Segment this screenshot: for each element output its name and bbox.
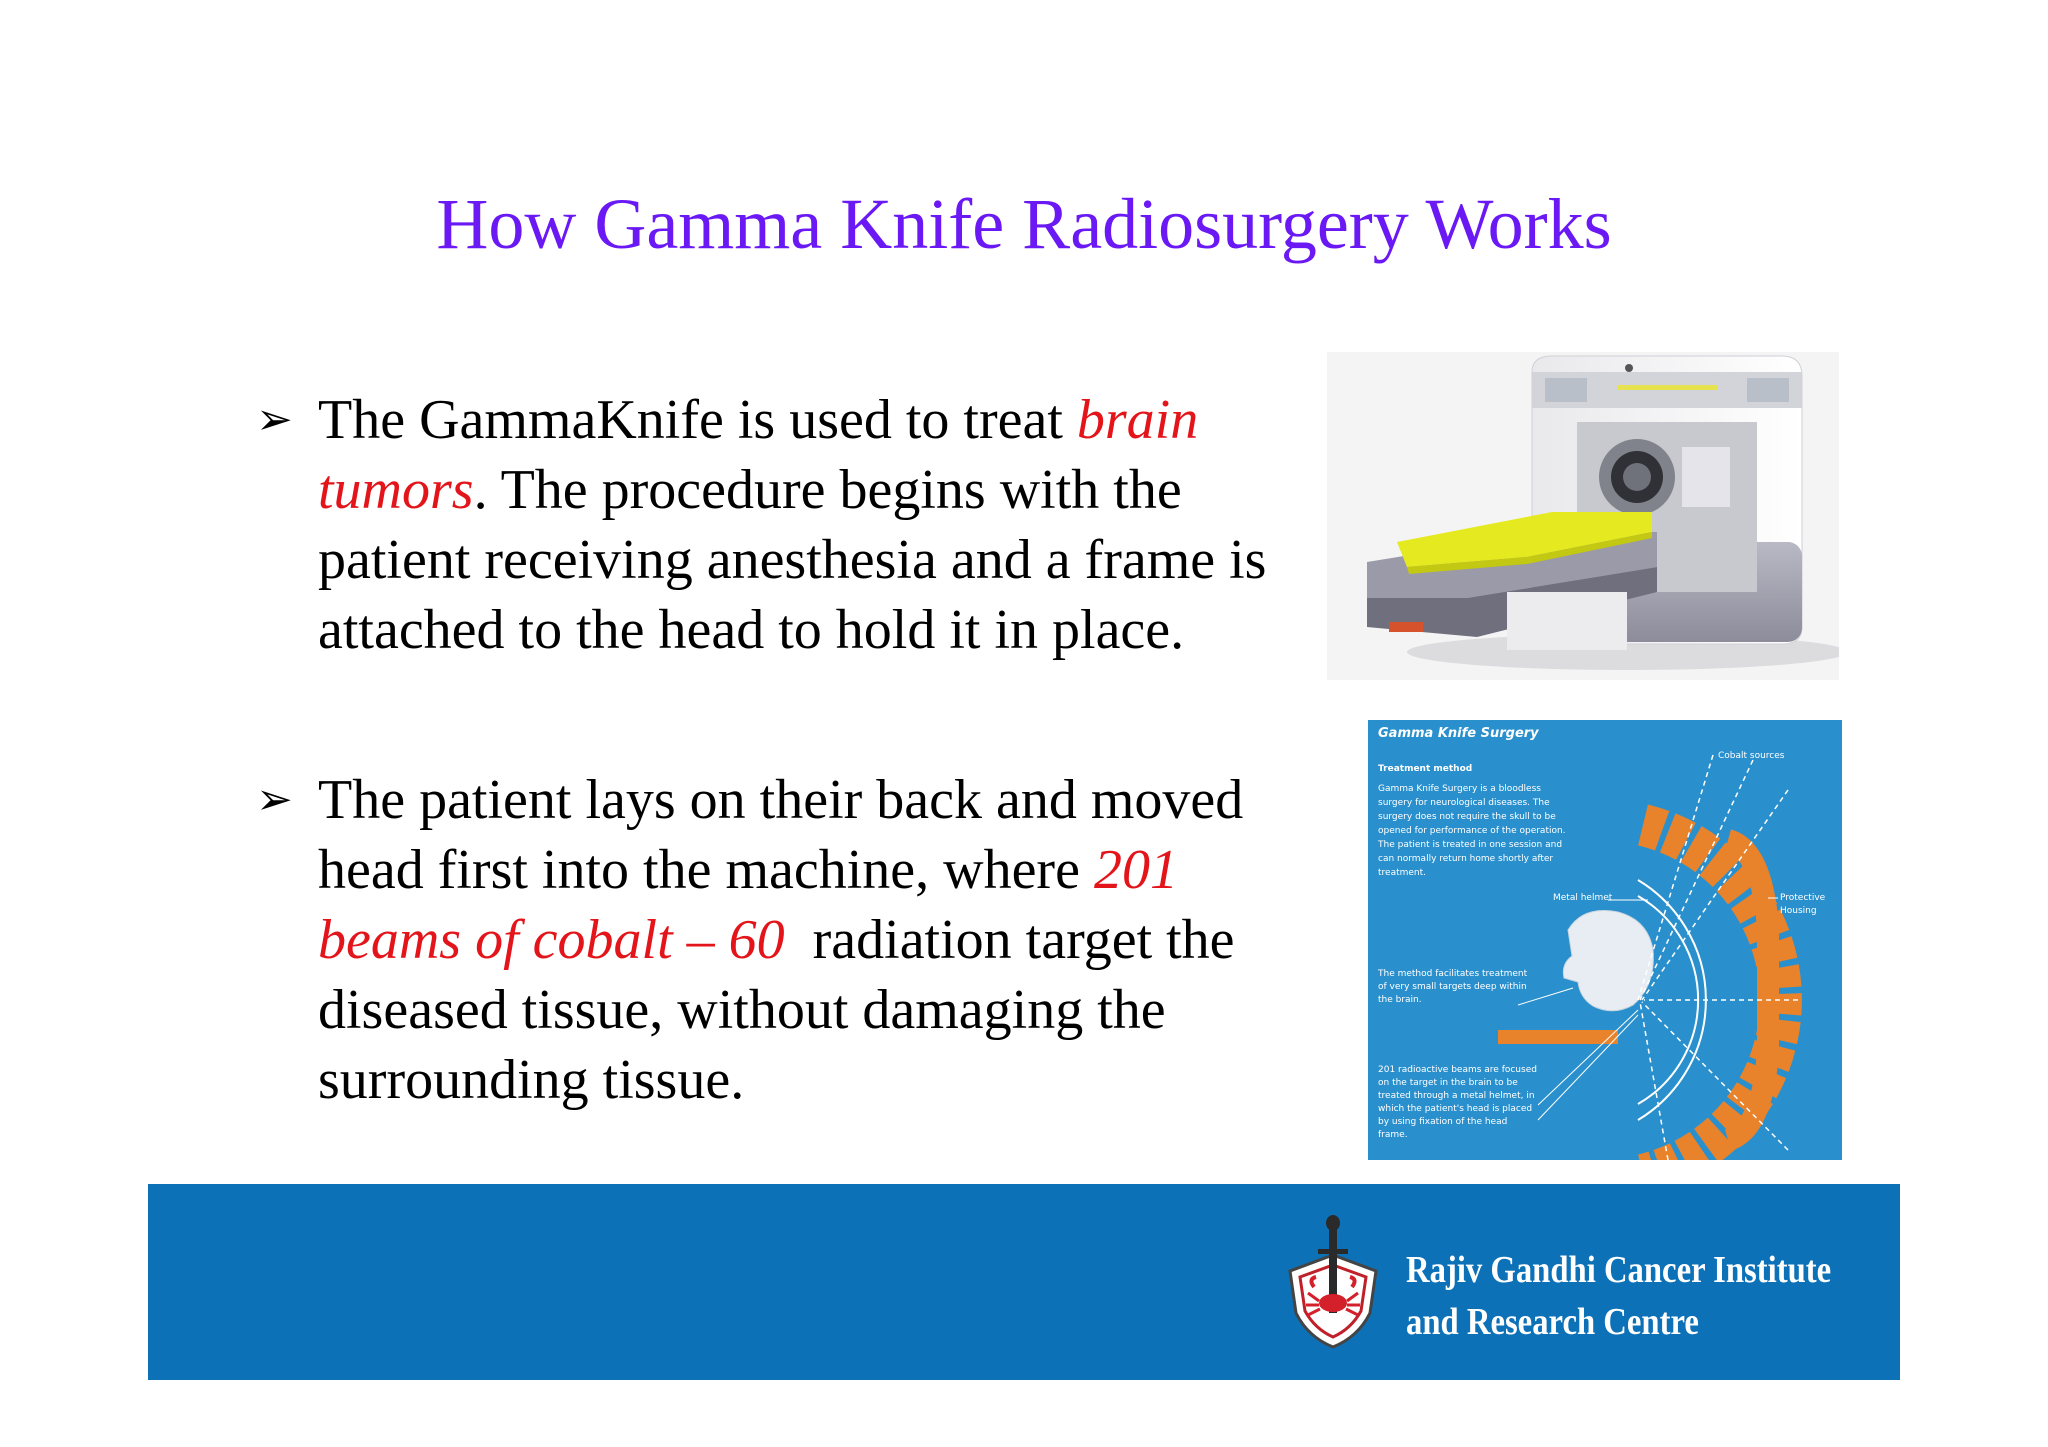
bullet-1-part-1: The GammaKnife is used to treat (318, 389, 1077, 451)
bullet-2-part-1: The patient lays on their back and moved… (318, 769, 1244, 901)
bullet-2-emphasis: 201 beams of cobalt – 60 (318, 839, 1178, 971)
institute-name-line-1: Rajiv Gandhi Cancer Institute (1406, 1249, 1832, 1291)
arrow-bullet-icon: ➢ (256, 774, 293, 825)
arrow-bullet-icon: ➢ (256, 394, 293, 445)
institute-logo (1278, 1213, 1388, 1353)
slide-title: How Gamma Knife Radiosurgery Works (436, 184, 1612, 264)
diagram-subtitle: Treatment method (1378, 764, 1473, 774)
bullet-text-1: The GammaKnife is used to treat brain tu… (318, 385, 1316, 665)
bullet-text-2: The patient lays on their back and moved… (318, 765, 1316, 1115)
bullet-2-part-3: radiation target the diseased tissue, wi… (318, 909, 1249, 1111)
gamma-knife-diagram: Gamma Knife Surgery Treatment method Gam… (1368, 720, 1842, 1160)
footer-band (148, 1184, 1900, 1380)
bullet-1-part-3: . The procedure begins with the patient … (318, 459, 1267, 661)
diagram-description: Gamma Knife Surgery is a bloodless surge… (1378, 784, 1566, 878)
diagram-graphic (1498, 754, 1802, 1160)
shield-crab-logo-icon (1288, 1215, 1378, 1349)
method-label: The method facilitates treatment of very… (1378, 969, 1528, 1005)
machine-illustration (1327, 352, 1847, 680)
metal-helmet-label: Metal helmet (1553, 893, 1613, 903)
bullet-1-emphasis: brain tumors (318, 389, 1199, 521)
institute-name-line-2: and Research Centre (1406, 1301, 1699, 1343)
bullet-point-2: ➢ The patient lays on their back and mov… (256, 765, 1316, 1115)
gamma-knife-machine-image (1327, 352, 1847, 680)
protective-housing-label: Protective Housing (1780, 893, 1826, 916)
bullet-point-1: ➢ The GammaKnife is used to treat brain … (256, 385, 1316, 665)
diagram-title: Gamma Knife Surgery (1378, 726, 1539, 741)
beams-label: 201 radioactive beams are focused on the… (1378, 1065, 1537, 1140)
institute-name: Rajiv Gandhi Cancer Institute and Resear… (1406, 1244, 1831, 1348)
cobalt-sources-label: Cobalt sources (1718, 751, 1785, 761)
